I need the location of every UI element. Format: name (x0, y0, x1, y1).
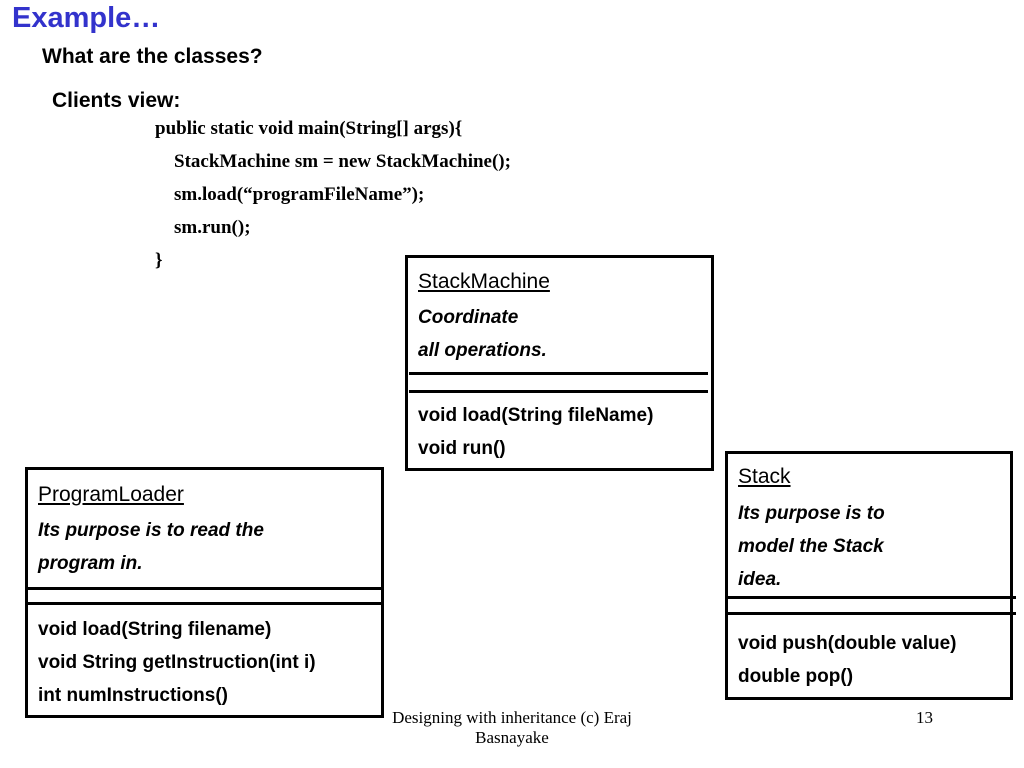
code-line: } (155, 250, 163, 271)
class-name: Stack (738, 465, 791, 488)
description-line: Its purpose is to read the (38, 520, 264, 541)
operation: double pop() (738, 666, 854, 687)
code-line: sm.run(); (155, 217, 251, 238)
clients-view-label: Clients view: (52, 89, 181, 112)
slide-title: Example… (12, 2, 161, 34)
code-line: StackMachine sm = new StackMachine(); (155, 151, 511, 172)
code-line: sm.load(“programFileName”); (155, 184, 425, 205)
class-operations: void load(String fileName) void run() (418, 399, 653, 465)
description-line: model the Stack (738, 536, 884, 557)
stackmachine-class-box: StackMachine Coordinate all operations. … (405, 255, 714, 471)
footer-credit-line: Designing with inheritance (c) Eraj (392, 708, 632, 727)
divider (25, 602, 384, 605)
footer-credit-line: Basnayake (475, 728, 549, 747)
description-line: Its purpose is to (738, 503, 885, 524)
operation: void run() (418, 438, 506, 459)
divider (725, 596, 1016, 599)
class-operations: void load(String filename) void String g… (38, 613, 316, 712)
divider (25, 587, 384, 590)
class-name: ProgramLoader (38, 483, 184, 506)
class-name: StackMachine (418, 270, 550, 293)
question-heading: What are the classes? (42, 45, 263, 68)
divider (725, 612, 1016, 615)
class-description: Its purpose is to read the program in. (38, 514, 264, 580)
code-line: public static void main(String[] args){ (155, 118, 463, 139)
description-line: Coordinate (418, 307, 519, 328)
footer-credit: Designing with inheritance (c) Eraj Basn… (372, 708, 652, 748)
operation: void String getInstruction(int i) (38, 652, 316, 673)
page-number: 13 (916, 708, 933, 727)
description-line: program in. (38, 553, 143, 574)
class-description: Its purpose is to model the Stack idea. (738, 497, 885, 596)
operation: int numInstructions() (38, 685, 228, 706)
operation: void load(String fileName) (418, 405, 654, 426)
class-description: Coordinate all operations. (418, 301, 547, 367)
operation: void push(double value) (738, 633, 957, 654)
code-block: public static void main(String[] args){ … (155, 112, 511, 277)
operation: void load(String filename) (38, 619, 272, 640)
programloader-class-box: ProgramLoader Its purpose is to read the… (25, 467, 384, 718)
divider (409, 390, 708, 393)
description-line: idea. (738, 569, 782, 590)
stack-class-box: Stack Its purpose is to model the Stack … (725, 451, 1013, 700)
divider (409, 372, 708, 375)
description-line: all operations. (418, 340, 547, 361)
class-operations: void push(double value) double pop() (738, 627, 957, 693)
